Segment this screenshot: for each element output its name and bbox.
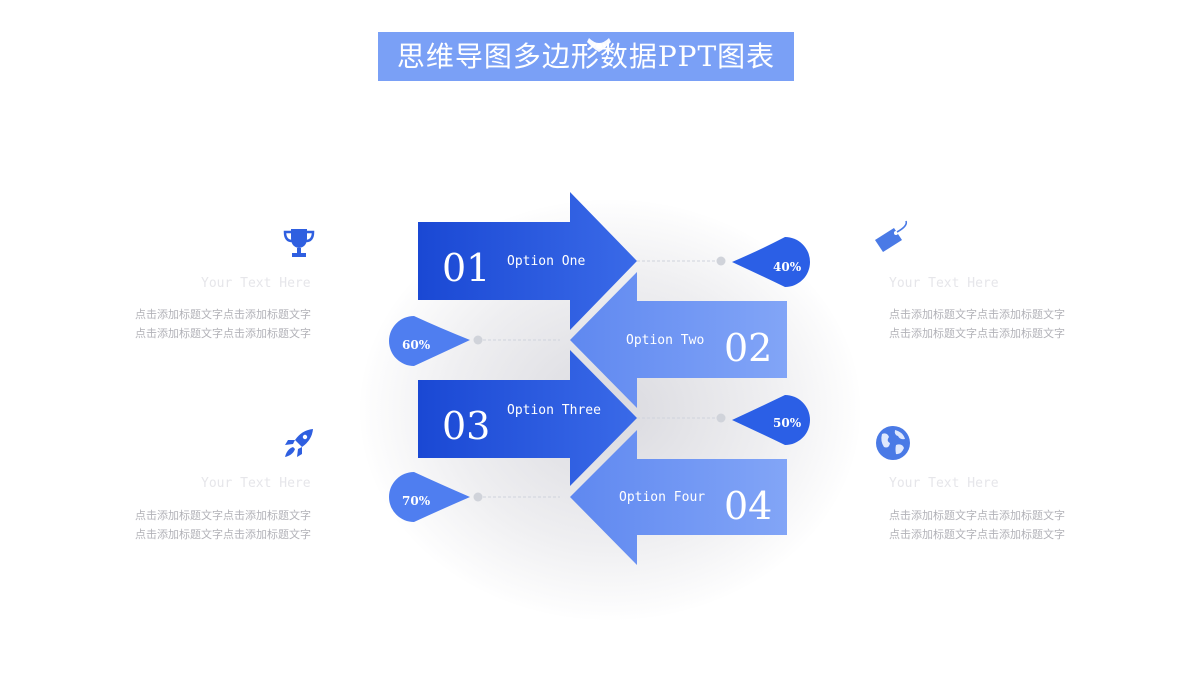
bubble-option-one: [732, 237, 810, 287]
percent-label: 40%: [773, 260, 802, 274]
globe-icon: [876, 426, 910, 460]
panel-subtitle: Your Text Here: [889, 476, 999, 491]
option-number: 03: [442, 404, 491, 448]
panel-text: 点击添加标题文字点击添加标题文字点击添加标题文字点击添加标题文字: [135, 308, 311, 340]
trophy-icon: [283, 229, 315, 257]
tag-icon: [875, 220, 908, 252]
panel-subtitle: Your Text Here: [201, 476, 311, 491]
arrow-option-two[interactable]: [570, 272, 787, 408]
bubble-option-two: [389, 316, 470, 366]
ribbon-icon: [587, 38, 611, 52]
bubble-option-four: [389, 472, 470, 522]
panel-subtitle: Your Text Here: [889, 276, 999, 291]
bubble-option-three: [732, 395, 810, 445]
percent-label: 70%: [402, 494, 431, 508]
arrow-option-four[interactable]: [570, 430, 787, 565]
percent-label: 60%: [402, 338, 431, 352]
option-number: 01: [442, 246, 491, 290]
option-number: 04: [724, 484, 773, 528]
option-number: 02: [724, 326, 773, 370]
page-title: 思维导图多边形数据PPT图表: [378, 32, 794, 81]
connector-lines: [478, 260, 720, 498]
option-label: Option Two: [626, 333, 705, 348]
panel-subtitle: Your Text Here: [201, 276, 311, 291]
option-label: Option One: [507, 254, 586, 269]
option-label: Option Four: [619, 490, 706, 505]
arrow-option-three[interactable]: [418, 350, 637, 486]
panel-text: 点击添加标题文字点击添加标题文字点击添加标题文字点击添加标题文字: [889, 509, 1065, 541]
rocket-icon: [285, 429, 313, 457]
percent-label: 50%: [773, 416, 802, 430]
panel-text: 点击添加标题文字点击添加标题文字点击添加标题文字点击添加标题文字: [135, 509, 311, 541]
option-label: Option Three: [507, 403, 601, 418]
panel-text: 点击添加标题文字点击添加标题文字点击添加标题文字点击添加标题文字: [889, 308, 1065, 340]
arrow-option-one[interactable]: [418, 192, 637, 330]
connector-dots: [473, 256, 726, 502]
